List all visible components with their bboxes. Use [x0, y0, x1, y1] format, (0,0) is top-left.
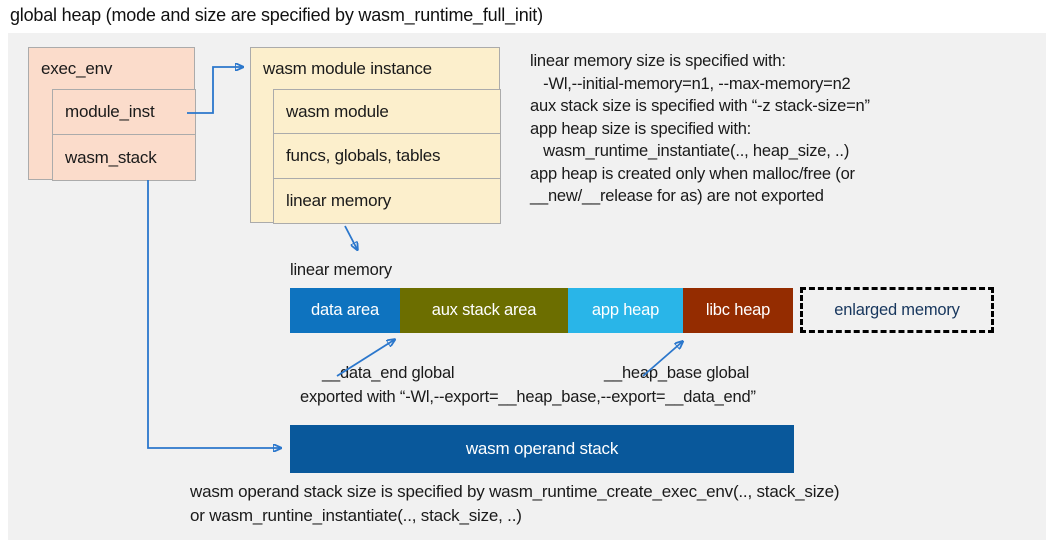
note-line: -Wl,--initial-memory=n1, --max-memory=n2 — [530, 74, 851, 93]
wasm-module-instance-box: wasm module instance wasm module funcs, … — [250, 47, 501, 224]
footer-line: wasm operand stack size is specified by … — [190, 482, 840, 501]
note-line: wasm_runtime_instantiate(.., heap_size, … — [530, 142, 850, 160]
segment-app-heap: app heap — [568, 288, 683, 333]
linear-memory-label: linear memory — [290, 261, 392, 279]
footer-line: or wasm_runtine_instantiate(.., stack_si… — [190, 506, 522, 525]
module-instance-row-funcs-globals-tables: funcs, globals, tables — [273, 133, 501, 179]
wasm-operand-stack-box: wasm operand stack — [290, 425, 794, 473]
module-instance-row-linear-memory: linear memory — [273, 178, 501, 224]
wasm-module-instance-title: wasm module instance — [263, 59, 432, 78]
note-line: app heap is created only when malloc/fre… — [530, 164, 855, 183]
exec-env-box: exec_env module_inst wasm_stack — [28, 47, 196, 181]
segment-data-area: data area — [290, 288, 400, 333]
note-line: aux stack size is specified with “-z sta… — [530, 97, 870, 115]
heap-base-global-label: __heap_base global — [604, 364, 750, 382]
note-line: app heap size is specified with: — [530, 119, 752, 138]
segment-aux-stack-area: aux stack area — [400, 288, 568, 333]
data-end-global-label: __data_end global — [322, 364, 455, 382]
exec-env-title: exec_env — [41, 59, 113, 78]
segment-libc-heap: libc heap — [683, 288, 793, 333]
exported-with-label: exported with “-Wl,--export=__heap_base,… — [300, 388, 756, 406]
exec-env-row-wasm-stack: wasm_stack — [52, 134, 196, 181]
page-title: global heap (mode and size are specified… — [10, 5, 543, 25]
notes-block: linear memory size is specified with: -W… — [530, 50, 1042, 208]
exec-env-row-module-inst: module_inst — [52, 89, 196, 135]
note-line: __new/__release for as) are not exported — [530, 187, 824, 205]
note-line: linear memory size is specified with: — [530, 52, 786, 70]
segment-enlarged-memory: enlarged memory — [800, 287, 994, 333]
footer-note: wasm operand stack size is specified by … — [190, 480, 840, 528]
module-instance-row-wasm-module: wasm module — [273, 89, 501, 134]
